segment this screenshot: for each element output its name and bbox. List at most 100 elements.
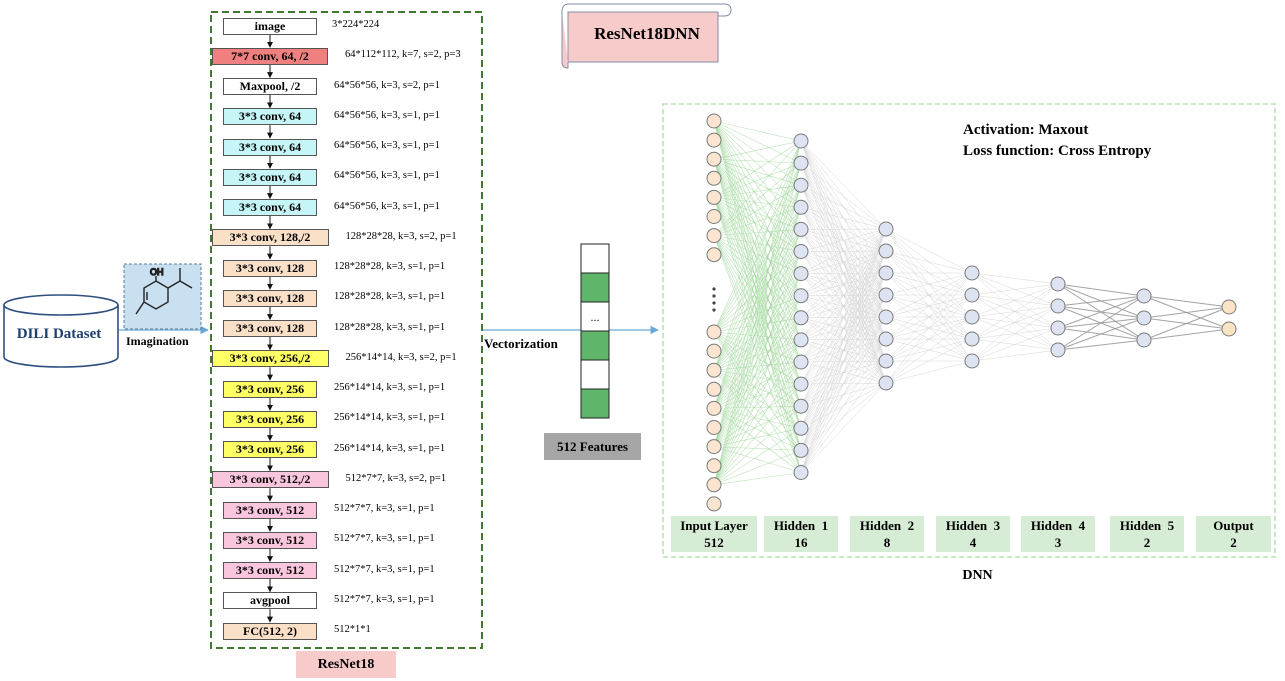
dnn-node bbox=[706, 496, 722, 512]
dnn-edge bbox=[713, 472, 802, 486]
dnn-edge bbox=[971, 283, 1059, 296]
feature-vector-cell bbox=[580, 243, 610, 274]
resnet-layer-box: 3*3 conv, 128 bbox=[223, 320, 317, 337]
dnn-layer-name: Hidden 5 bbox=[1119, 518, 1175, 533]
dnn-layer-name: Hidden 3 bbox=[945, 518, 1001, 533]
dnn-edge bbox=[713, 361, 802, 447]
features-badge: 512 Features bbox=[544, 433, 641, 460]
resnet-caption-text: ResNet18 bbox=[317, 656, 375, 672]
resnet-layer-box: 3*3 conv, 128 bbox=[223, 289, 317, 307]
dnn-edge bbox=[1057, 339, 1145, 351]
dnn-edge bbox=[800, 228, 887, 318]
dnn-edge bbox=[1057, 295, 1145, 351]
dnn-edge bbox=[713, 235, 802, 407]
dnn-edge bbox=[713, 331, 802, 385]
dnn-edge bbox=[800, 228, 887, 407]
dnn-edge bbox=[713, 235, 802, 385]
dnn-node bbox=[706, 324, 722, 340]
dnn-layer-size: 512 bbox=[704, 535, 724, 550]
dnn-edge bbox=[713, 229, 802, 485]
activation-text: Activation: Maxout bbox=[963, 122, 1089, 138]
dnn-node bbox=[793, 310, 809, 326]
resnet-layer-dims: 128*28*28, k=3, s=1, p=1 bbox=[334, 321, 446, 333]
dnn-node bbox=[706, 189, 722, 205]
resnet-layer-dims: 64*56*56, k=3, s=1, p=1 bbox=[334, 109, 440, 121]
resnet-layer-dims: 256*14*14, k=3, s=2, p=1 bbox=[345, 351, 457, 363]
dnn-node bbox=[706, 151, 722, 167]
resnet-layer-dims: 128*28*28, k=3, s=1, p=1 bbox=[334, 291, 446, 303]
resnet-layer-box: 3*3 conv, 256,/2 bbox=[211, 350, 329, 368]
resnet-layer-box: 7*7 conv, 64, /2 bbox=[212, 47, 328, 65]
resnet-layer-box: image bbox=[223, 17, 317, 35]
dnn-edge bbox=[713, 339, 802, 447]
feature-vector-cell bbox=[580, 272, 610, 303]
dnn-edge bbox=[800, 294, 887, 473]
vectorization-label: Vectorization bbox=[484, 336, 558, 351]
dnn-edge bbox=[1143, 306, 1230, 341]
dnn-edge bbox=[713, 361, 802, 485]
resnet-layer-dims: 64*56*56, k=3, s=1, p=1 bbox=[334, 140, 440, 151]
database-cylinder-body bbox=[3, 305, 119, 368]
dnn-edge bbox=[971, 283, 1059, 340]
dnn-edge bbox=[713, 331, 802, 429]
input-ellipsis-dot bbox=[712, 308, 716, 312]
resnet-layer-dims: 256*14*14, k=3, s=1, p=1 bbox=[334, 442, 446, 454]
dnn-edge bbox=[800, 207, 887, 230]
dnn-node bbox=[706, 132, 722, 148]
resnet-layer-dims: 512*7*7, k=3, s=1, p=1 bbox=[334, 533, 435, 545]
dnn-node bbox=[878, 265, 894, 281]
dnn-node bbox=[706, 420, 722, 435]
dnn-edge bbox=[713, 361, 802, 409]
dnn-edge bbox=[713, 317, 802, 485]
dnn-edge bbox=[713, 317, 802, 371]
resnet-layer-box: FC(512, 2) bbox=[223, 622, 317, 640]
resnet-caption: ResNet18 bbox=[296, 651, 396, 678]
dnn-edge bbox=[713, 184, 802, 198]
dnn-node bbox=[706, 209, 722, 224]
dnn-edge bbox=[713, 235, 802, 473]
dnn-node bbox=[964, 331, 980, 347]
dnn-edge bbox=[713, 120, 802, 252]
features-badge-text: 512 Features bbox=[557, 438, 628, 454]
dnn-edge bbox=[713, 405, 802, 409]
feature-vector-cell bbox=[580, 359, 610, 390]
dnn-edge bbox=[713, 273, 802, 409]
isopropyl-bond bbox=[167, 280, 181, 289]
dnn-edge bbox=[713, 405, 802, 486]
banner-title: ResNet18DNN bbox=[594, 24, 700, 43]
dnn-edge bbox=[713, 162, 802, 236]
resnet-layer-box: Maxpool, /2 bbox=[223, 78, 317, 95]
dnn-edge bbox=[713, 120, 802, 230]
dnn-node bbox=[706, 458, 722, 474]
dnn-edge bbox=[713, 369, 802, 451]
dnn-edge bbox=[713, 273, 802, 485]
dnn-node bbox=[706, 362, 722, 378]
dnn-edge bbox=[713, 251, 802, 409]
dnn-node bbox=[706, 170, 722, 186]
dnn-edge bbox=[713, 120, 802, 296]
dnn-edge bbox=[885, 316, 973, 384]
dnn-node bbox=[706, 228, 722, 244]
dnn-node bbox=[1136, 332, 1152, 348]
dnn-node bbox=[878, 287, 894, 303]
dnn-node bbox=[793, 266, 809, 282]
dnn-edge bbox=[1143, 295, 1230, 308]
dnn-node bbox=[964, 309, 980, 325]
dnn-edge bbox=[713, 235, 802, 341]
resnet-layer-box: 3*3 conv, 512 bbox=[223, 531, 317, 549]
dnn-edge bbox=[800, 228, 887, 473]
dnn-edge bbox=[713, 185, 802, 485]
molecule-structure-icon: OH bbox=[135, 266, 193, 315]
dnn-edge bbox=[800, 250, 887, 473]
dnn-node bbox=[793, 332, 809, 348]
dnn-layer-name: Hidden 4 bbox=[1030, 518, 1086, 533]
feature-vector-cell bbox=[580, 330, 610, 361]
dnn-edge bbox=[713, 120, 802, 407]
dnn-edge bbox=[713, 197, 802, 230]
dnn-edge bbox=[713, 331, 802, 407]
dnn-layer-size: 4 bbox=[969, 535, 977, 550]
dnn-edge bbox=[713, 197, 802, 296]
dnn-edge bbox=[713, 185, 802, 447]
